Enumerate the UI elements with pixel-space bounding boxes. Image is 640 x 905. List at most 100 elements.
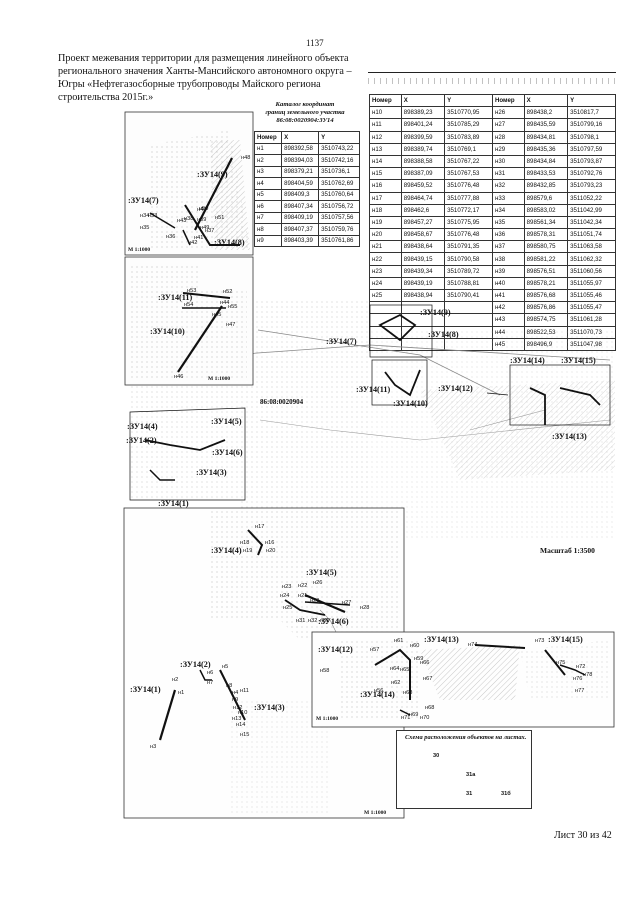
zone-label: :ЗУ14(3) <box>254 703 285 712</box>
table-cell: 3510759,76 <box>318 223 360 236</box>
point-label: н43 <box>177 218 187 224</box>
zone-label: :ЗУ14(3) <box>196 468 227 477</box>
col-header-number: Номер <box>491 93 525 108</box>
scale-label: М 1:1000 <box>208 376 231 382</box>
point-label: н38 <box>184 216 194 222</box>
point-label: н51 <box>215 215 225 221</box>
zone-label: :ЗУ14(2) <box>126 436 157 445</box>
point-label: н8 <box>226 683 233 689</box>
point-label: н35 <box>140 225 150 231</box>
point-label: н62 <box>391 680 401 686</box>
point-label: н58 <box>320 668 330 674</box>
point-label: н78 <box>583 672 593 678</box>
point-label: н71 <box>401 715 411 721</box>
zone-label: :ЗУ14(7) <box>326 337 357 346</box>
table-cell: 3510760,64 <box>318 188 360 201</box>
zone-label: :ЗУ14(10) <box>393 399 428 408</box>
table-cell: 898392,58 <box>281 142 320 155</box>
point-label: н6 <box>207 670 214 676</box>
point-label: н68 <box>425 705 435 711</box>
zone-label: :ЗУ14(5) <box>211 417 242 426</box>
title-line: Проект межевания территории для размещен… <box>58 53 349 64</box>
zone-label: :ЗУ14(12) <box>318 645 353 654</box>
point-label: н63 <box>403 690 413 696</box>
point-label: н61 <box>394 638 404 644</box>
table-cell: 3510761,86 <box>318 234 360 247</box>
zone-label: :ЗУ14(2) <box>180 660 211 669</box>
zone-label: :ЗУ14(6) <box>212 448 243 457</box>
point-label: н5 <box>222 664 229 670</box>
table-cell: 898409,19 <box>281 211 320 224</box>
zone-label: :ЗУ14(6) <box>318 617 349 626</box>
zone-label: :ЗУ14(8) <box>428 330 459 339</box>
point-label: н20 <box>266 548 276 554</box>
point-label: н65 <box>400 667 410 673</box>
title-line: строительства 2015г.» <box>58 92 154 103</box>
zone-label: :ЗУ14(11) <box>356 385 391 394</box>
point-label: н44 <box>220 300 230 306</box>
cadastral-block-label: 86:08:0020904 <box>260 398 304 406</box>
point-label: н16 <box>265 540 275 546</box>
point-label: н17 <box>255 524 265 530</box>
point-label: н10 <box>238 710 248 716</box>
point-label: н72 <box>576 664 586 670</box>
zone-label: :ЗУ14(11) <box>158 293 193 302</box>
legend-sheet-label: 31а <box>466 772 476 778</box>
point-label: н7 <box>207 680 214 686</box>
point-label: н1 <box>178 690 185 696</box>
legend-sheet-label: 31б <box>501 791 511 797</box>
point-label: н14 <box>236 722 246 728</box>
catalog-title-line: 86:08:0020904:ЗУ14 <box>276 117 334 124</box>
point-label: н47 <box>226 322 236 328</box>
zone-label: :ЗУ14(15) <box>548 635 583 644</box>
scale-label: М 1:1000 <box>128 247 151 253</box>
legend-sheet-label: 31 <box>466 791 473 797</box>
point-label: н4 <box>232 690 239 696</box>
point-label: н23 <box>282 584 292 590</box>
point-label: н25 <box>283 605 293 611</box>
point-label: н50 <box>199 206 209 212</box>
col-header-y: Y <box>567 93 616 108</box>
point-label: н42 <box>188 240 198 246</box>
table-cell: 898403,39 <box>281 234 320 247</box>
zone-label: :ЗУ14(8) <box>214 238 245 247</box>
point-label: н48 <box>241 155 251 161</box>
legend-sheet-label: 30 <box>433 753 440 759</box>
point-label: н22 <box>298 583 308 589</box>
inset-map-11 <box>124 256 254 386</box>
point-label: н54 <box>184 302 194 308</box>
point-label: н36 <box>166 234 176 240</box>
point-label: н53 <box>187 288 197 294</box>
point-label: н73 <box>535 638 545 644</box>
point-label: н64 <box>390 666 400 672</box>
table-cell: 898404,59 <box>281 177 320 190</box>
catalog-title-line: границ земельного участка <box>265 109 345 116</box>
point-label: н3 <box>150 744 157 750</box>
zone-label: :ЗУ14(7) <box>128 196 159 205</box>
point-label: н41 <box>194 235 204 241</box>
point-label: н33 <box>148 213 158 219</box>
col-header-number: Номер <box>253 131 283 144</box>
point-label: н9 <box>232 697 239 703</box>
point-label: н2 <box>172 677 179 683</box>
point-label: н40 <box>197 207 207 213</box>
title-line: регионального значения Ханты-Мансийского… <box>58 66 352 77</box>
point-label: н46 <box>174 374 184 380</box>
zone-label: :ЗУ14(1) <box>158 499 189 508</box>
